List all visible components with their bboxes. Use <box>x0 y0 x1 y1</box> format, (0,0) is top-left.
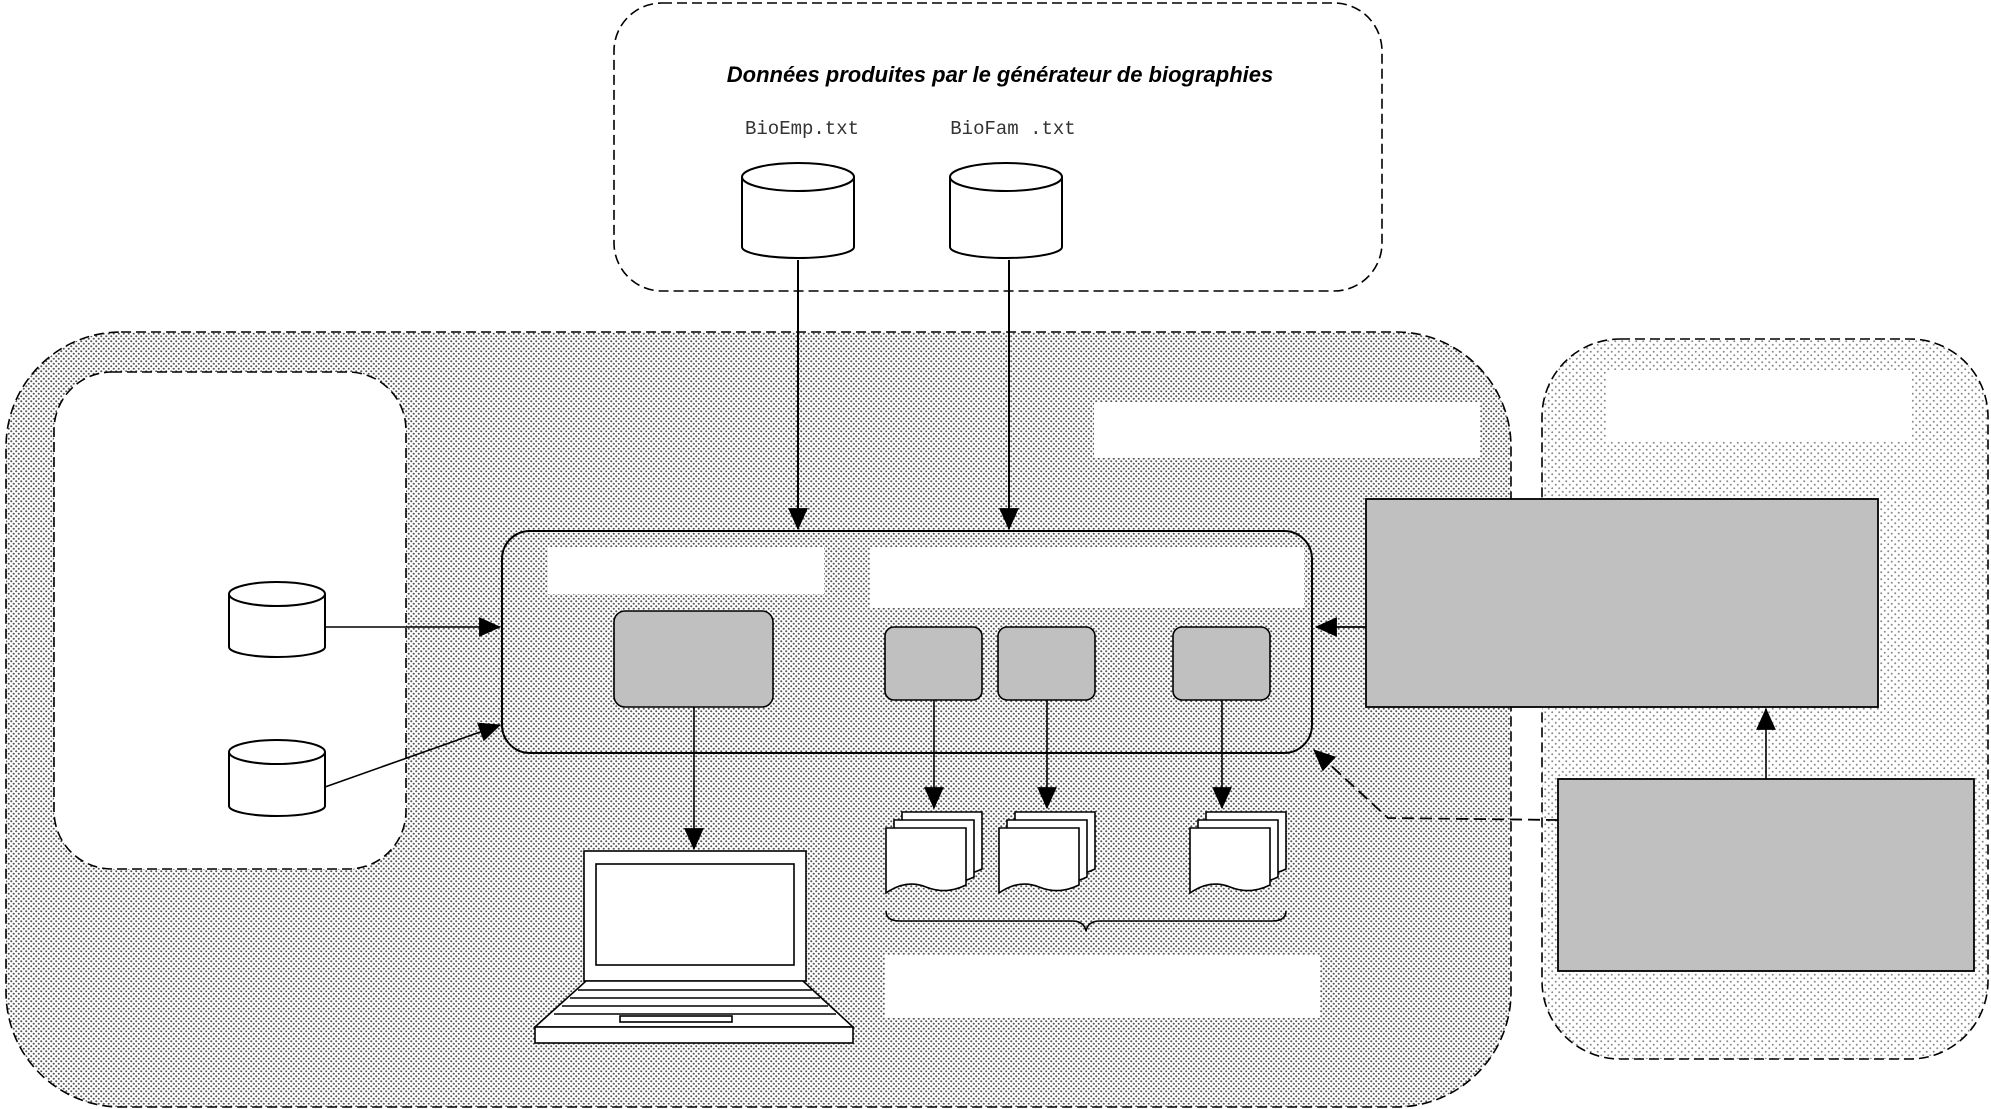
output-component-box-1 <box>884 626 983 701</box>
laptop-icon <box>532 850 856 1044</box>
input-database-icon-1 <box>228 581 326 658</box>
input-database-panel <box>53 371 407 870</box>
module-label-area-right <box>870 547 1304 608</box>
generator-title: Données produites par le générateur de b… <box>727 62 1273 87</box>
external-component-box-top <box>1365 498 1879 708</box>
bioemp-file-label: BioEmp.txt <box>745 118 859 140</box>
biography-generator-container: Données produites par le générateur de b… <box>613 2 1383 292</box>
module-label-area-left <box>548 547 824 594</box>
input-database-icon-2 <box>228 739 326 817</box>
main-region-label-area <box>1094 402 1480 458</box>
external-component-box-bottom <box>1557 778 1975 972</box>
main-system-region <box>5 331 1512 1108</box>
curly-brace-icon <box>885 910 1287 932</box>
processing-module <box>501 530 1313 754</box>
output-component-box-3 <box>1172 626 1271 701</box>
arrow-db2-to-module <box>324 722 502 788</box>
connectors <box>324 260 1776 851</box>
external-region <box>1365 338 1989 1060</box>
dashed-arrow-bottom-to-module <box>1313 749 1559 821</box>
external-region-label-area <box>1606 370 1912 442</box>
document-stack-icon-2 <box>998 811 1096 895</box>
biofam-database-icon <box>949 162 1063 259</box>
biofam-file-label: BioFam .txt <box>950 118 1075 140</box>
document-stack-icon-3 <box>1189 811 1287 895</box>
document-stack-icon-1 <box>885 811 983 895</box>
documents-label-area <box>885 955 1320 1018</box>
display-component-box <box>613 610 774 708</box>
bioemp-database-icon <box>741 162 855 259</box>
output-component-box-2 <box>997 626 1096 701</box>
